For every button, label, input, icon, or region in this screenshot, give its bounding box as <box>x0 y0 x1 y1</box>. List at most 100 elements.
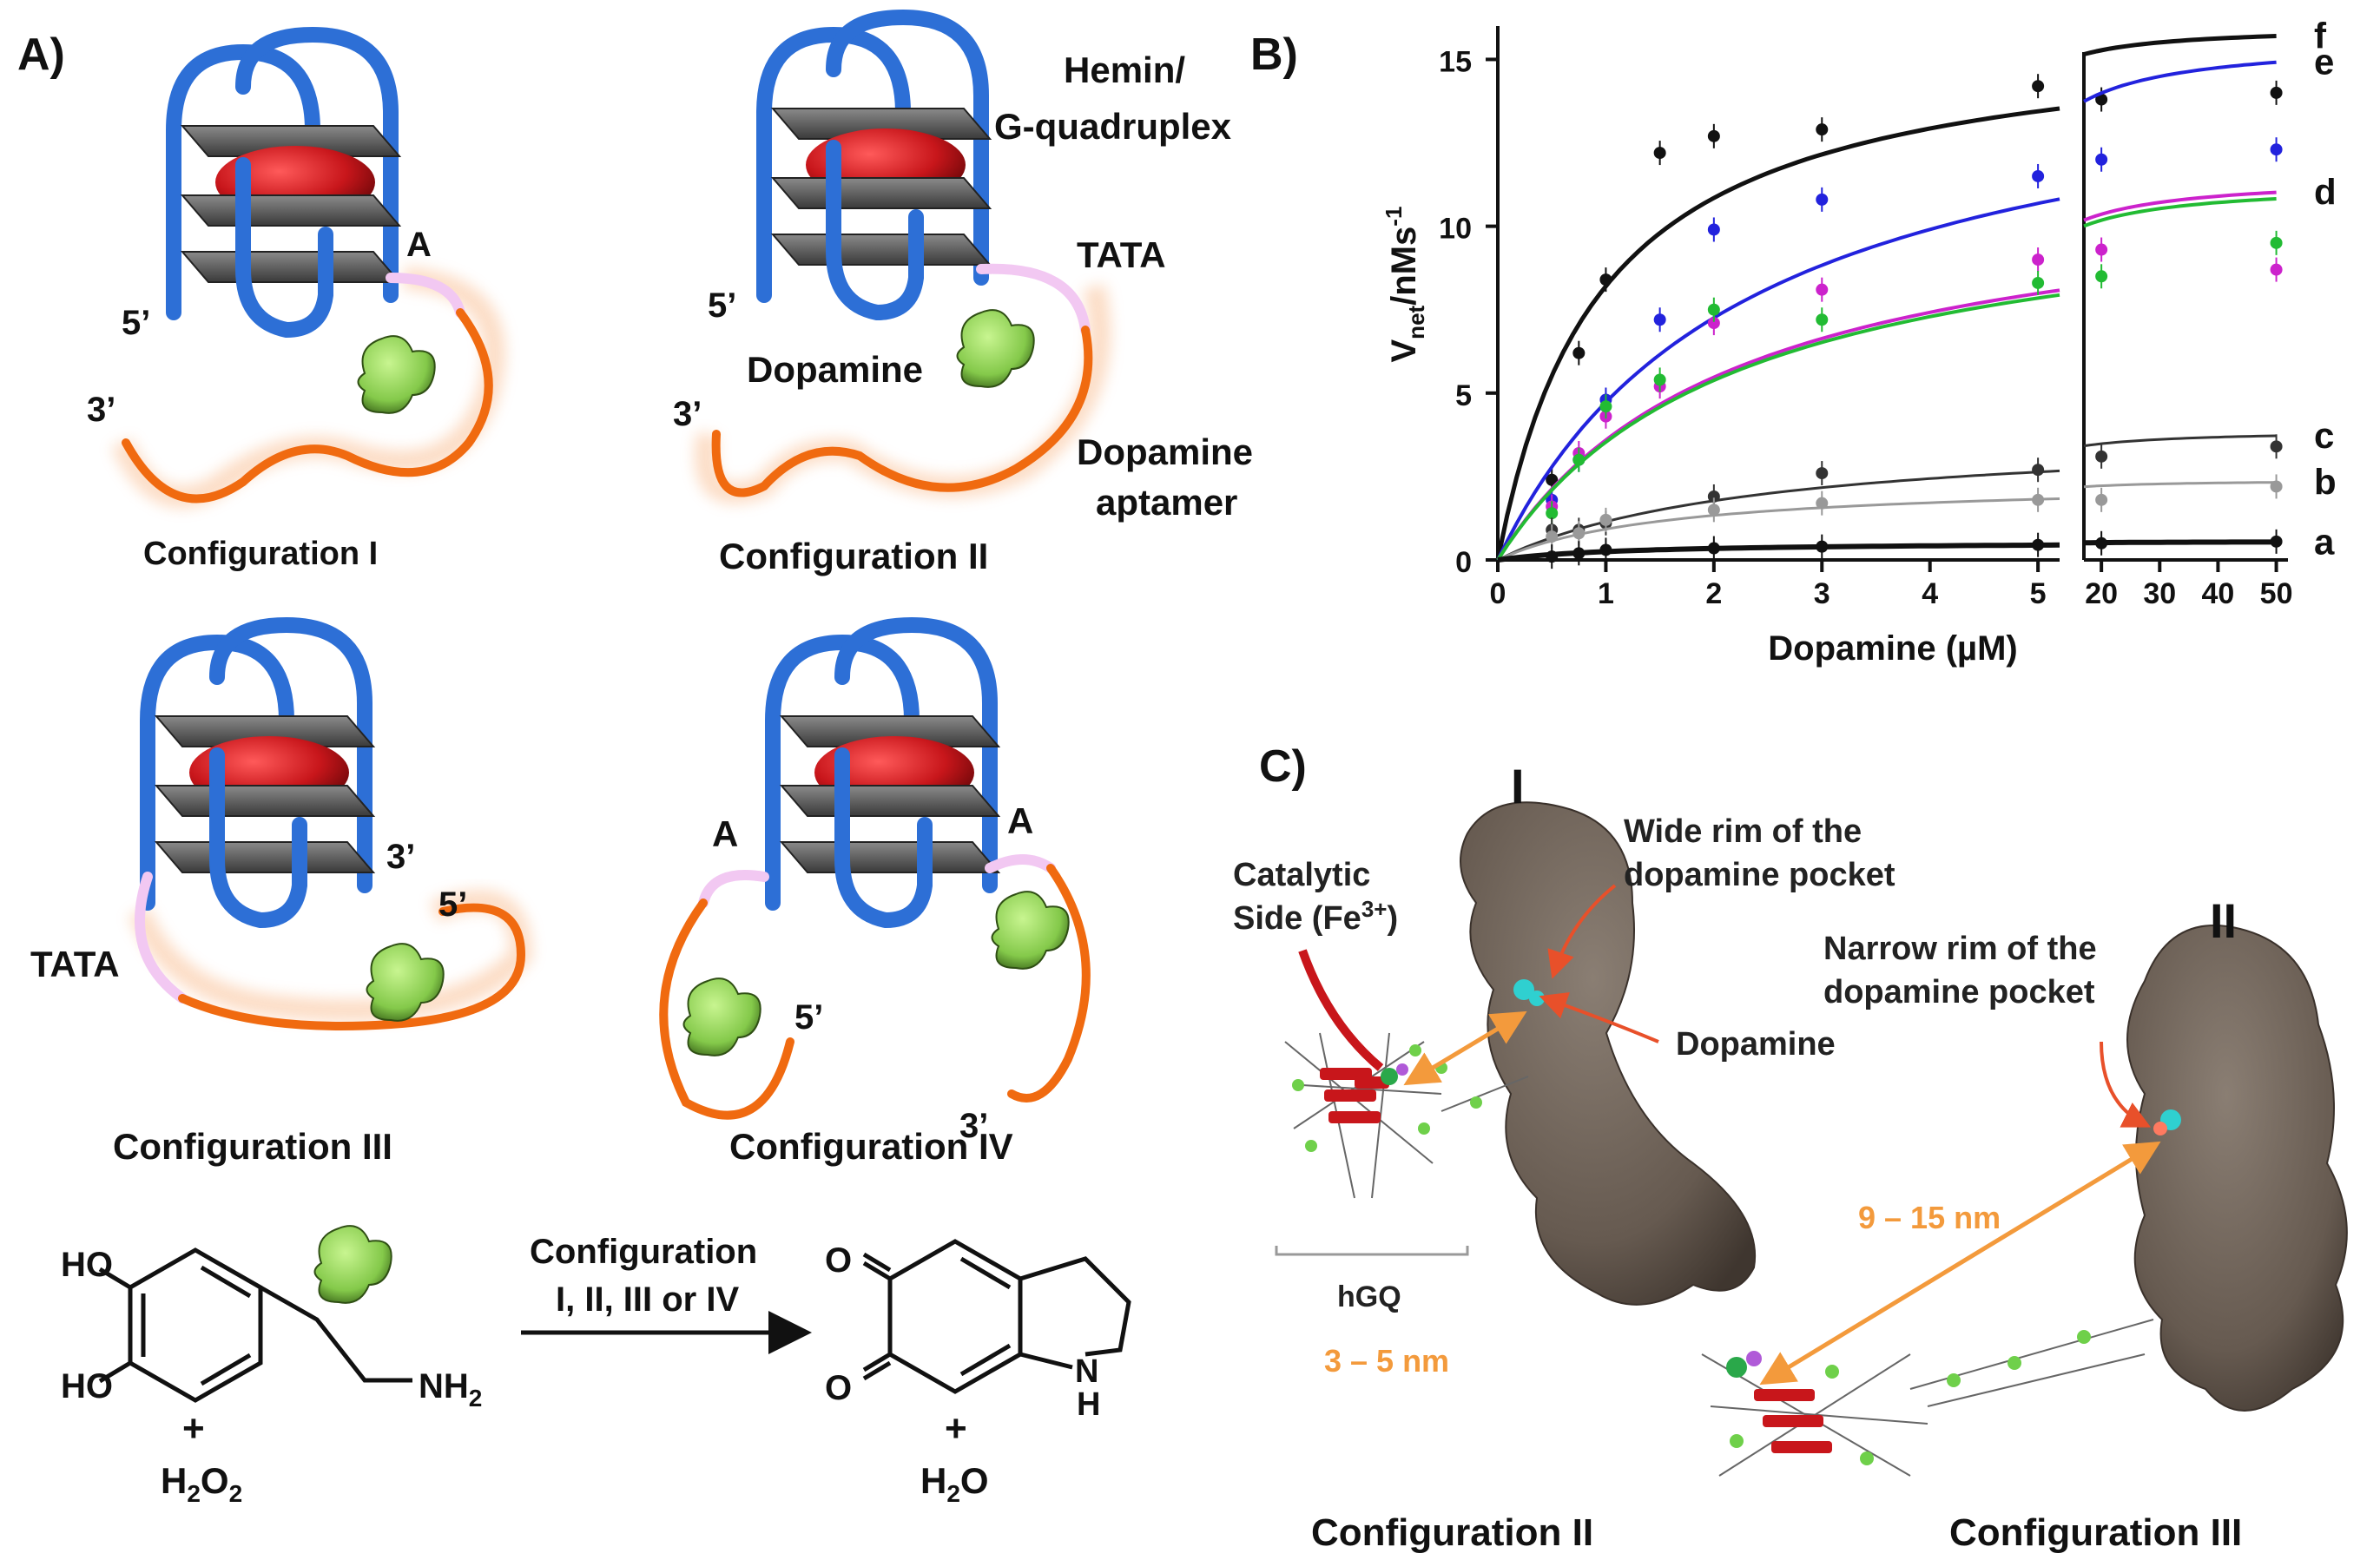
dopamine-arrow <box>1539 992 1659 1043</box>
config1-spacer: A <box>406 226 432 264</box>
reaction-scheme: HO HO NH2 + H2O2 Configuration I, II, II… <box>61 1225 1131 1507</box>
config2-3prime: 3’ <box>673 395 702 433</box>
fit-curve-right-a-6 <box>2083 539 2277 546</box>
data-point-c <box>2270 440 2283 453</box>
data-point-f <box>1572 346 1586 359</box>
dopamine-label: Dopamine <box>747 349 923 390</box>
distance-arrow-large <box>1759 1141 2161 1386</box>
fit-curve-e-1 <box>1496 197 2060 561</box>
fit-curve-d-3 <box>1496 293 2060 562</box>
data-point-e <box>1707 223 1720 236</box>
y-tick-label: 5 <box>1455 379 1472 412</box>
data-point-c <box>2032 464 2045 477</box>
o-top: O <box>825 1241 852 1280</box>
data-point-b <box>1572 527 1586 540</box>
config4-spacer-right: A <box>1007 800 1033 841</box>
config2-spacer: TATA <box>1077 234 1166 275</box>
series-label-e: e <box>2314 42 2334 82</box>
o-bottom: O <box>825 1369 852 1407</box>
data-point-f <box>1816 123 1829 136</box>
data-point-d <box>1816 313 1829 326</box>
ho-bottom: HO <box>61 1367 113 1405</box>
config4-3prime: 3’ <box>959 1107 988 1145</box>
x-tick-label: 4 <box>1922 577 1938 610</box>
data-point-a <box>2270 535 2283 548</box>
config1-title: Configuration I <box>143 536 378 572</box>
config3-3prime: 3’ <box>386 838 415 876</box>
config-3-diagram: 3’ 5’ TATA Configuration III <box>30 625 533 1167</box>
panel-c: C) <box>1233 741 2348 1554</box>
h2o-label: H2O <box>920 1460 989 1507</box>
data-point-a <box>1546 550 1559 563</box>
x-tick-label: 3 <box>1814 577 1830 610</box>
x-tick-label: 30 <box>2143 577 2176 610</box>
wide-rim-arrow <box>1547 884 1617 979</box>
panel-c-config3-title: Configuration III <box>1949 1511 2242 1554</box>
panel-a-label: A) <box>17 30 65 80</box>
data-point-c <box>2095 450 2108 463</box>
y-tick-label: 15 <box>1439 45 1472 78</box>
data-point-a <box>2095 536 2108 550</box>
x-tick-label: 2 <box>1705 577 1722 610</box>
config1-3prime: 3’ <box>87 391 115 429</box>
dopamine-molecule-4b <box>991 891 1070 970</box>
dopamine-site-1 <box>1513 979 1534 1000</box>
config4-spacer-left: A <box>712 813 738 854</box>
dopamine-molecule-reaction <box>313 1225 392 1304</box>
aptamer-label-line2: aptamer <box>1096 482 1237 523</box>
data-point-a <box>1707 542 1720 555</box>
config1-5prime: 5’ <box>122 304 150 342</box>
x-tick-label: 1 <box>1598 577 1614 610</box>
config2-title: Configuration II <box>719 536 988 576</box>
panel-c-config2-title: Configuration II <box>1311 1511 1593 1554</box>
data-point-f <box>1599 273 1612 286</box>
h-label: H <box>1077 1386 1100 1423</box>
fit-curve-b-5 <box>1497 497 2060 562</box>
x-tick-label: 5 <box>2030 577 2047 610</box>
config2-5prime: 5’ <box>708 286 736 325</box>
dopamine-molecule-1 <box>357 335 436 414</box>
x-tick-label: 0 <box>1490 577 1506 610</box>
fit-curve-right-c-4 <box>2083 434 2277 448</box>
y-tick-label: 10 <box>1439 213 1472 246</box>
dopamine-molecule-4a <box>682 977 761 1056</box>
hemin-label-line2: G-quadruplex <box>994 106 1232 147</box>
narrow-rim-line1: Narrow rim of the <box>1823 931 2097 967</box>
data-point-a <box>1816 540 1829 553</box>
x-tick-label: 20 <box>2085 577 2118 610</box>
series-label-f: f <box>2314 15 2327 56</box>
data-point-d <box>1707 303 1720 316</box>
data-point-b <box>2095 493 2108 506</box>
data-point-c <box>1707 490 1720 503</box>
g-quadruplex-4 <box>773 625 999 920</box>
panel-c-label: C) <box>1259 741 1307 792</box>
x-axis-label: Dopamine (µM) <box>1768 629 2017 668</box>
fit-curve-right-e-1 <box>2083 60 2277 103</box>
data-point-b <box>2032 493 2045 506</box>
plus-1: + <box>182 1407 205 1450</box>
data-point-f <box>1653 147 1666 160</box>
data-point-d <box>2032 276 2045 289</box>
product-ring <box>887 1239 1023 1394</box>
data-point-f <box>2032 80 2045 93</box>
y-tick-label: 0 <box>1455 546 1472 579</box>
data-point-f <box>1546 473 1559 486</box>
structure-II-label: II <box>2210 893 2237 948</box>
aptamer-label-line1: Dopamine <box>1077 431 1253 472</box>
series-label-b: b <box>2314 462 2337 503</box>
data-point-e <box>2032 169 2045 182</box>
distance-large-label: 9 – 15 nm <box>1858 1200 2001 1235</box>
catalytic-line2: Side (Fe3+) <box>1233 896 1398 937</box>
y-axis-label: Vnet/nMs-1 <box>1381 207 1429 363</box>
g-quadruplex-3 <box>148 625 373 920</box>
distance-small-label: 3 – 5 nm <box>1324 1343 1449 1379</box>
data-point-d <box>1572 453 1586 466</box>
data-point-f <box>1707 129 1720 142</box>
data-point-e <box>2270 143 2283 156</box>
data-point-e <box>1816 193 1829 206</box>
data-point-d <box>2095 270 2108 283</box>
dopamine-label-c: Dopamine <box>1676 1026 1836 1063</box>
data-point-d <box>2270 263 2283 276</box>
